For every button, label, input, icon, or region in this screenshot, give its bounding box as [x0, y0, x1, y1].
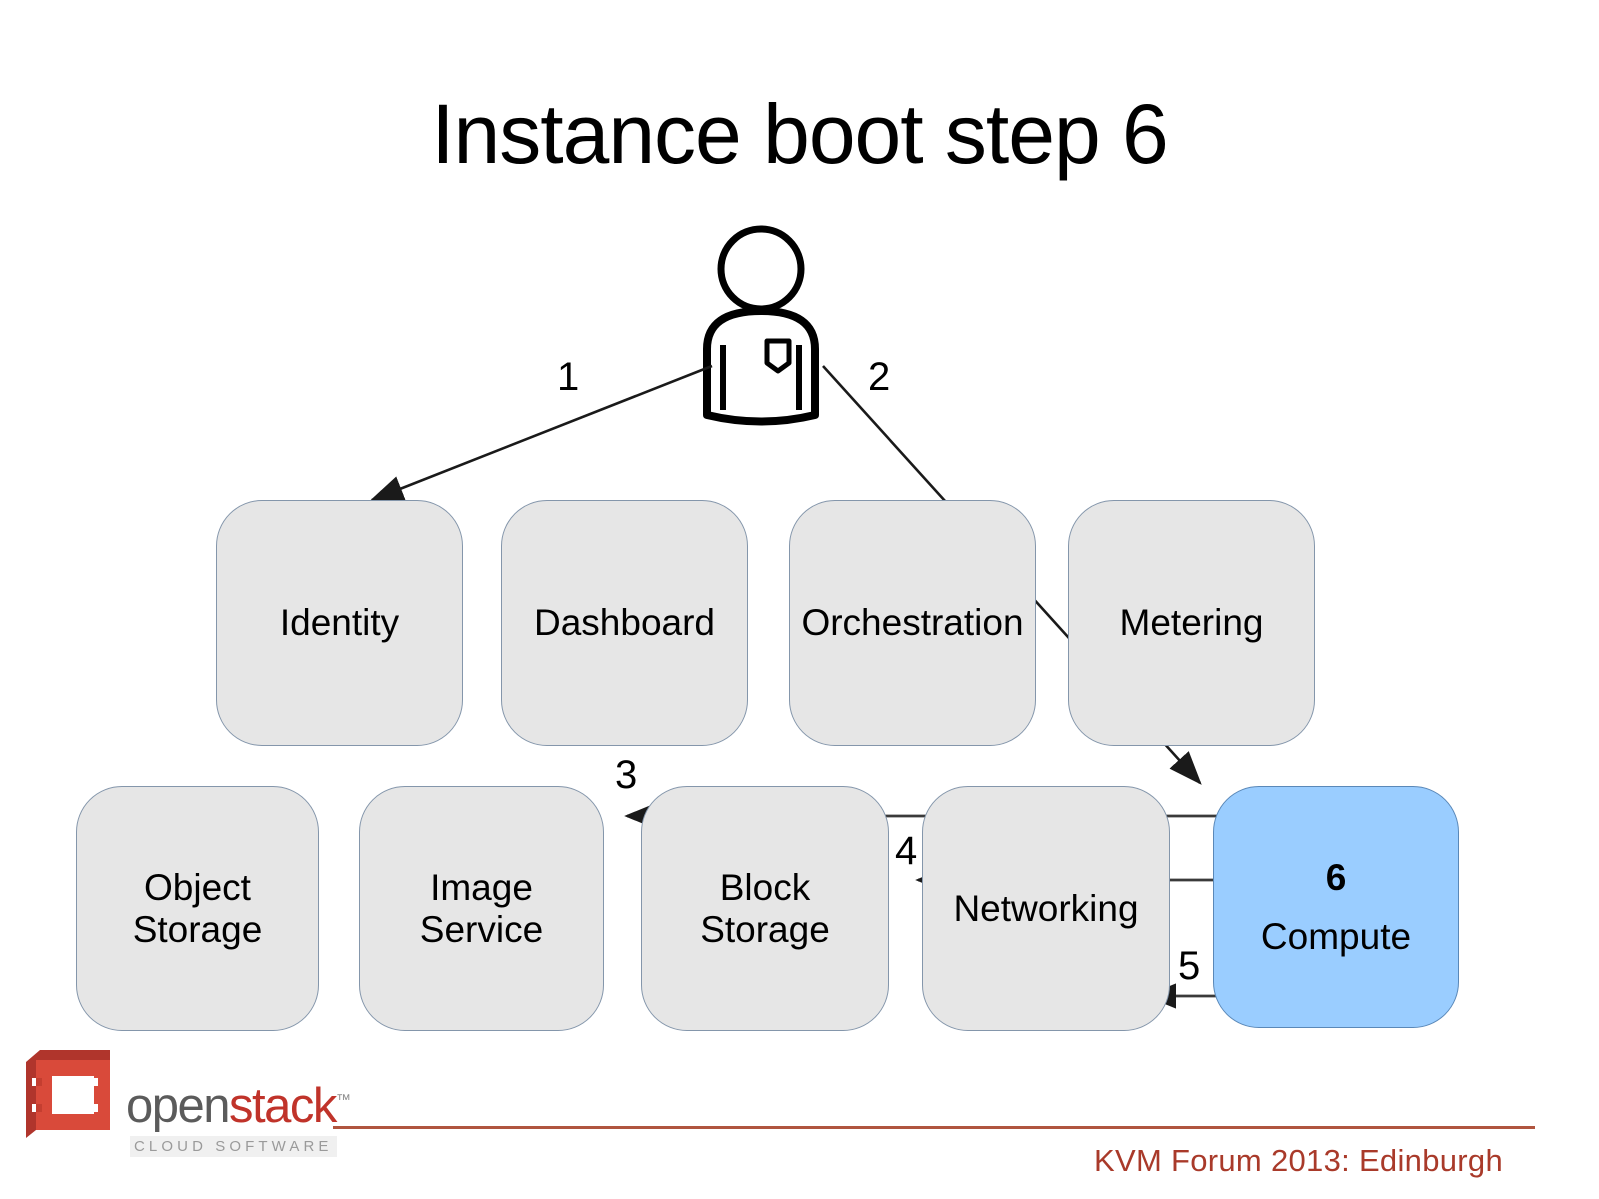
service-label: Metering — [1119, 602, 1264, 644]
footer-event-label: KVM Forum 2013: Edinburgh — [1094, 1143, 1503, 1178]
step-label-5: 5 — [1178, 944, 1201, 988]
service-box-orchestration[interactable]: Orchestration — [789, 500, 1036, 746]
person-icon — [703, 225, 819, 426]
logo-trademark: ™ — [335, 1091, 351, 1109]
step-label-2: 2 — [868, 355, 891, 399]
service-label: Image Service — [419, 867, 544, 950]
service-label: Networking — [953, 887, 1139, 929]
service-box-identity[interactable]: Identity — [216, 500, 463, 746]
logo-tagline: CLOUD SOFTWARE — [130, 1136, 337, 1157]
service-step-number: 6 — [1325, 856, 1347, 898]
service-label: Identity — [279, 602, 400, 644]
logo-word-stack: stack — [229, 1079, 337, 1133]
service-label: Object Storage — [132, 867, 263, 950]
service-label: Block Storage — [700, 867, 830, 950]
service-box-block-storage[interactable]: Block Storage — [641, 786, 889, 1031]
step-label-4: 4 — [895, 829, 918, 873]
service-box-image-service[interactable]: Image Service — [359, 786, 604, 1031]
service-label: Orchestration — [801, 602, 1024, 644]
service-box-dashboard[interactable]: Dashboard — [501, 500, 748, 746]
openstack-cube-icon — [26, 1050, 110, 1138]
page-title: Instance boot step 6 — [431, 87, 1169, 181]
service-box-metering[interactable]: Metering — [1068, 500, 1315, 746]
step-label-3: 3 — [615, 753, 638, 797]
logo-word-open: open — [126, 1079, 231, 1133]
flow-arrow-1 — [369, 364, 713, 502]
service-box-object-storage[interactable]: Object Storage — [76, 786, 319, 1031]
service-box-networking[interactable]: Networking — [922, 786, 1170, 1031]
openstack-logo: openstack™ CLOUD SOFTWARE — [14, 1038, 351, 1184]
footer-divider — [333, 1126, 1535, 1129]
step-label-1: 1 — [557, 355, 580, 399]
openstack-wordmark: openstack™ — [126, 1082, 351, 1131]
service-label: Dashboard — [533, 602, 715, 644]
service-label: Compute — [1260, 916, 1412, 957]
service-box-compute[interactable]: 6 Compute — [1213, 786, 1459, 1028]
